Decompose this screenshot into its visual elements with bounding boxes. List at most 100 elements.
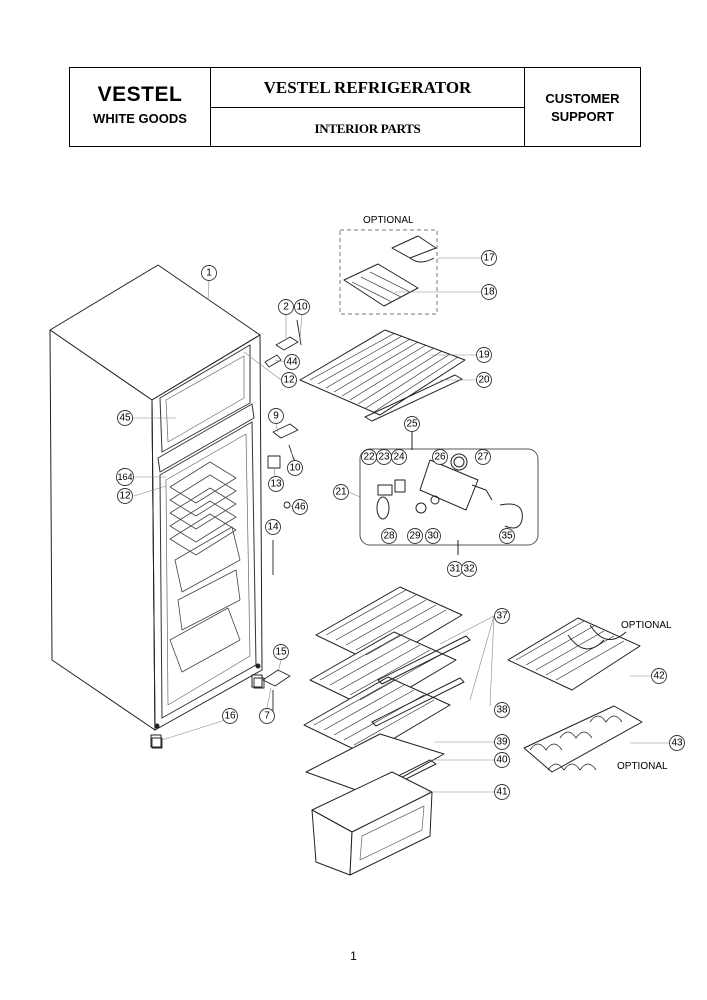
- callout-43: 43: [669, 735, 685, 751]
- svg-text:30: 30: [427, 531, 439, 542]
- svg-text:18: 18: [483, 287, 495, 298]
- optional-bottle-shelf: [507, 617, 641, 691]
- svg-text:12: 12: [283, 375, 295, 386]
- leader-lines: [133, 257, 669, 793]
- svg-text:44: 44: [286, 357, 298, 368]
- svg-text:19: 19: [478, 350, 490, 361]
- svg-text:38: 38: [496, 705, 508, 716]
- svg-text:46: 46: [294, 502, 306, 513]
- svg-text:41: 41: [496, 787, 508, 798]
- callout-45: 45: [117, 410, 133, 426]
- svg-text:9: 9: [273, 411, 279, 422]
- svg-text:2: 2: [283, 302, 289, 313]
- callout-30: 30: [425, 528, 441, 544]
- page-number: 1: [350, 949, 357, 963]
- document-subtitle: INTERIOR PARTS: [314, 121, 421, 136]
- callout-12: 12: [281, 372, 297, 388]
- callout-1: 1: [201, 265, 217, 281]
- support-label: CUSTOMER SUPPORT: [525, 90, 640, 126]
- callout-10b: 10: [287, 460, 303, 476]
- callout-14: 14: [265, 519, 281, 535]
- svg-text:16: 16: [224, 711, 236, 722]
- callout-44: 44: [284, 354, 300, 370]
- support-cell: CUSTOMER SUPPORT: [525, 68, 640, 146]
- optional-bottle-rack: [523, 705, 643, 773]
- callout-23: 23: [376, 449, 392, 465]
- refrigerator-cabinet: [49, 264, 263, 748]
- callout-10: 10: [294, 299, 310, 315]
- callout-32: 32: [461, 561, 477, 577]
- svg-text:43: 43: [671, 738, 683, 749]
- svg-text:35: 35: [501, 531, 513, 542]
- svg-text:40: 40: [496, 755, 508, 766]
- support-line1: CUSTOMER: [545, 91, 620, 106]
- svg-text:29: 29: [409, 531, 421, 542]
- callout-42: 42: [651, 668, 667, 684]
- callout-7: 7: [259, 708, 275, 724]
- callout-26: 26: [432, 449, 448, 465]
- svg-text:7: 7: [264, 711, 270, 722]
- hinge-parts: [151, 319, 302, 749]
- svg-text:32: 32: [463, 564, 475, 575]
- svg-text:27: 27: [477, 452, 489, 463]
- brand-name: VESTEL: [97, 83, 183, 106]
- callout-18: 18: [481, 284, 497, 300]
- svg-text:22: 22: [363, 452, 375, 463]
- svg-text:10: 10: [289, 463, 301, 474]
- svg-text:13: 13: [270, 479, 282, 490]
- callout-24: 24: [391, 449, 407, 465]
- optional-label-right: OPTIONAL: [621, 620, 672, 631]
- callout-12b: 12: [117, 488, 133, 504]
- callout-20: 20: [476, 372, 492, 388]
- optional-label-top: OPTIONAL: [363, 215, 414, 226]
- optional-ice-tray-group: [339, 229, 438, 315]
- callout-22: 22: [361, 449, 377, 465]
- svg-text:39: 39: [496, 737, 508, 748]
- svg-text:1: 1: [206, 268, 212, 279]
- svg-text:45: 45: [119, 413, 131, 424]
- callout-2: 2: [278, 299, 294, 315]
- brand-cell: VESTEL WHITE GOODS: [70, 68, 211, 146]
- svg-text:31: 31: [449, 564, 461, 575]
- callout-19: 19: [476, 347, 492, 363]
- brand-subtitle: WHITE GOODS: [93, 111, 187, 126]
- optional-label-bottom: OPTIONAL: [617, 761, 668, 772]
- callout-37: 37: [494, 608, 510, 624]
- callout-35: 35: [499, 528, 515, 544]
- svg-text:20: 20: [478, 375, 490, 386]
- callout-25: 25: [404, 416, 420, 432]
- callout-164: 164: [116, 468, 134, 486]
- callout-29: 29: [407, 528, 423, 544]
- support-line2: SUPPORT: [551, 109, 614, 124]
- callout-31: 31: [447, 561, 463, 577]
- svg-text:37: 37: [496, 611, 508, 622]
- callout-15: 15: [273, 644, 289, 660]
- callout-46: 46: [292, 499, 308, 515]
- svg-text:26: 26: [434, 452, 446, 463]
- callout-38: 38: [494, 702, 510, 718]
- svg-text:17: 17: [483, 253, 495, 264]
- svg-text:12: 12: [119, 491, 131, 502]
- svg-text:42: 42: [653, 671, 665, 682]
- callout-39: 39: [494, 734, 510, 750]
- callout-17: 17: [481, 250, 497, 266]
- svg-text:25: 25: [406, 419, 418, 430]
- title-cell: VESTEL REFRIGERATOR INTERIOR PARTS: [211, 68, 525, 146]
- callout-28: 28: [381, 528, 397, 544]
- document-title: VESTEL REFRIGERATOR: [211, 68, 524, 108]
- svg-text:15: 15: [275, 647, 287, 658]
- svg-text:23: 23: [378, 452, 390, 463]
- svg-text:14: 14: [267, 522, 279, 533]
- fridge-glass-shelves: [303, 586, 471, 756]
- svg-text:164: 164: [117, 472, 132, 482]
- svg-text:24: 24: [393, 452, 405, 463]
- callout-27: 27: [475, 449, 491, 465]
- callout-21: 21: [333, 484, 349, 500]
- title-block: VESTEL WHITE GOODS VESTEL REFRIGERATOR I…: [69, 67, 641, 147]
- freezer-wire-shelf: [299, 329, 466, 422]
- svg-text:10: 10: [296, 302, 308, 313]
- callout-16: 16: [222, 708, 238, 724]
- callout-9: 9: [268, 408, 284, 424]
- part-callouts: 1 2 10 44 12 45 9 10 13 164 12 46 14 15 …: [116, 250, 685, 800]
